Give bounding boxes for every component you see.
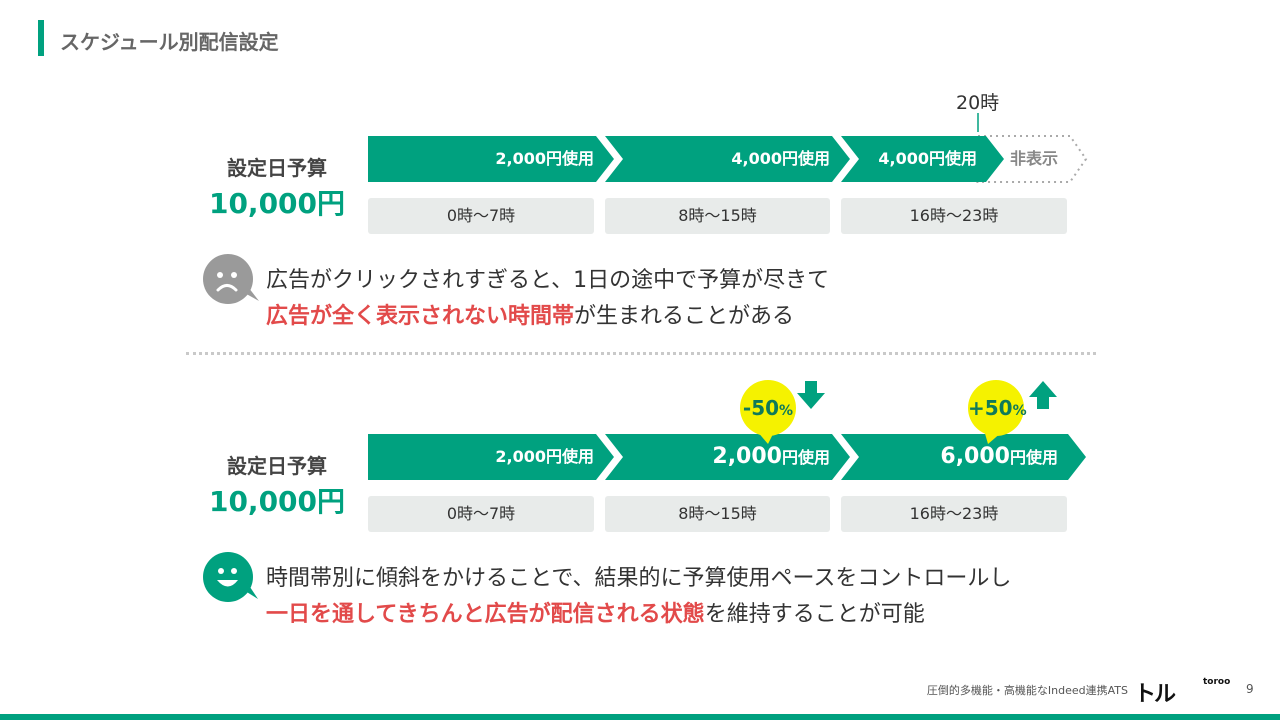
arrow-segment-2 xyxy=(605,136,850,182)
page-number: 9 xyxy=(1246,682,1254,696)
message-rest: を維持することが可能 xyxy=(704,602,925,627)
bubble-plus-label: +50% xyxy=(968,380,1027,439)
footer-logo-sub: toroo xyxy=(1203,677,1231,687)
bubble-minus-pct: % xyxy=(779,403,794,419)
bubble-plus xyxy=(968,380,1024,436)
budget-amount: 10,000円 xyxy=(208,485,346,518)
segment-3-label: 4,000円使用 xyxy=(878,149,977,168)
message-line-1: 広告がクリックされすぎると、1日の途中で予算が尽きて xyxy=(266,268,830,293)
message-line-2: 一日を通してきちんと広告が配信される状態を維持することが可能 xyxy=(266,596,925,628)
footer-tagline: 圧倒的多機能・高機能なIndeed連携ATS xyxy=(926,684,1128,697)
budget-label: 設定日予算 xyxy=(227,454,327,478)
segment-1-label: 2,000円使用 xyxy=(495,447,594,466)
budget-amount: 10,000円 xyxy=(208,187,346,220)
bubble-minus-label: -50% xyxy=(740,380,796,439)
arrow-up-icon xyxy=(1029,381,1057,409)
time-range-2: 8時〜15時 xyxy=(605,496,830,532)
happy-face-icon xyxy=(203,552,258,602)
bubble-minus xyxy=(740,380,796,436)
segment-2-label: 4,000円使用 xyxy=(731,149,830,168)
time-marker-label: 20時 xyxy=(956,92,1000,114)
title-accent-bar xyxy=(38,20,44,56)
arrow-segment-1 xyxy=(368,136,614,182)
segment-3-label: 6,000円使用 xyxy=(870,434,1058,481)
time-range-3: 16時〜23時 xyxy=(841,496,1067,532)
hidden-label: 非表示 xyxy=(1010,149,1059,168)
segment-3-amount: 6,000 xyxy=(940,444,1010,469)
bubble-plus-value: +50 xyxy=(968,396,1013,420)
bottom-accent-bar xyxy=(0,714,1280,720)
hidden-segment-outline xyxy=(976,135,1088,183)
segment-2-amount: 2,000 xyxy=(712,444,782,469)
time-range-1: 0時〜7時 xyxy=(368,198,594,234)
time-range-2: 8時〜15時 xyxy=(605,198,830,234)
message-line-2: 広告が全く表示されない時間帯が生まれることがある xyxy=(266,298,794,330)
bubble-plus-pct: % xyxy=(1012,403,1027,419)
bubble-minus-value: -50 xyxy=(742,396,780,420)
sad-face-icon xyxy=(203,254,259,304)
arrow-segment-1 xyxy=(368,434,614,480)
section-divider xyxy=(186,352,1096,355)
budget-label: 設定日予算 xyxy=(227,156,327,180)
time-range-1: 0時〜7時 xyxy=(368,496,594,532)
time-range-3: 16時〜23時 xyxy=(841,198,1067,234)
segment-2-label: 2,000円使用 xyxy=(640,434,830,481)
arrow-segment-2 xyxy=(605,434,850,480)
arrow-segment-3 xyxy=(841,434,1086,480)
message-highlight: 一日を通してきちんと広告が配信される状態 xyxy=(266,602,705,627)
message-line-1: 時間帯別に傾斜をかけることで、結果的に予算使用ペースをコントロールし xyxy=(266,566,1012,591)
segment-1-label: 2,000円使用 xyxy=(495,149,594,168)
message-rest: が生まれることがある xyxy=(574,304,795,329)
segment-3-unit: 円使用 xyxy=(1009,448,1058,467)
arrow-segment-3 xyxy=(841,136,1004,182)
message-highlight: 広告が全く表示されない時間帯 xyxy=(266,304,575,329)
footer-logo: トル xyxy=(1134,682,1176,707)
segment-2-unit: 円使用 xyxy=(781,448,830,467)
arrow-down-icon xyxy=(797,381,825,409)
page-title: スケジュール別配信設定 xyxy=(60,30,279,54)
